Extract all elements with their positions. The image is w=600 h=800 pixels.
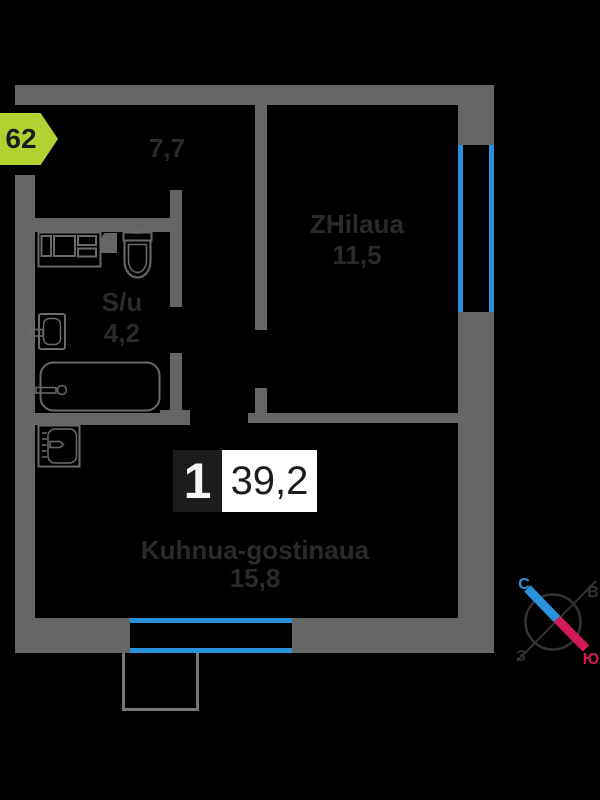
wall-bathroom-top [35,218,182,232]
kitchen-living-name: Kuhnua-gostinaua [140,535,370,565]
hallway-label: 7,7 [117,133,217,164]
window-right-outer-line [489,145,494,312]
compass-east-label: В [587,584,599,601]
compass-circle [524,593,582,651]
wall-bathroom-right-lower [170,353,182,413]
total-area: 39,2 [222,450,317,512]
living-room-label: ZHilaua 11,5 [267,209,447,271]
wall-hall-living [255,105,267,330]
compass-south-label: Ю [583,651,600,668]
compass-west-label: З [516,648,526,665]
corner-sink [101,233,117,253]
wall-right-top [458,105,494,145]
compass-needle-north [524,585,561,623]
unit-number: 62 [5,123,37,154]
kitchen-sink [37,424,81,468]
compass-north-label: С [518,576,530,593]
balcony-outline [122,653,199,711]
bathroom-label: S/u 4,2 [72,287,172,349]
wall-top [15,85,494,105]
area-badge: 1 39,2 [173,450,317,512]
vanity-counter [37,231,102,268]
living-room-area: 11,5 [332,240,382,270]
window-bottom-outer-line [130,648,292,653]
window-bottom-inner-line [130,618,292,623]
bathroom-name: S/u [101,287,143,317]
wall-left [15,175,35,653]
hallway-area: 7,7 [148,133,186,163]
kitchen-living-area: 15,8 [229,563,281,593]
bathroom-area: 4,2 [103,318,141,348]
compass-needle-south [553,615,590,652]
window-right-inner-line [458,145,463,312]
wall-right-main [458,312,494,653]
toilet [122,229,153,279]
wall-kitchen-separator-left [35,413,190,425]
living-room-name: ZHilaua [310,209,404,239]
washbasin [30,313,66,350]
kitchen-living-label: Kuhnua-gostinaua 15,8 [96,536,414,592]
rooms-count: 1 [173,450,222,512]
compass-rose: С В З Ю [516,576,599,668]
bathtub [35,361,161,412]
wall-kitchen-separator-right [248,413,458,423]
wall-bottom-left [15,618,130,653]
wall-hall-living-stub [255,388,267,413]
